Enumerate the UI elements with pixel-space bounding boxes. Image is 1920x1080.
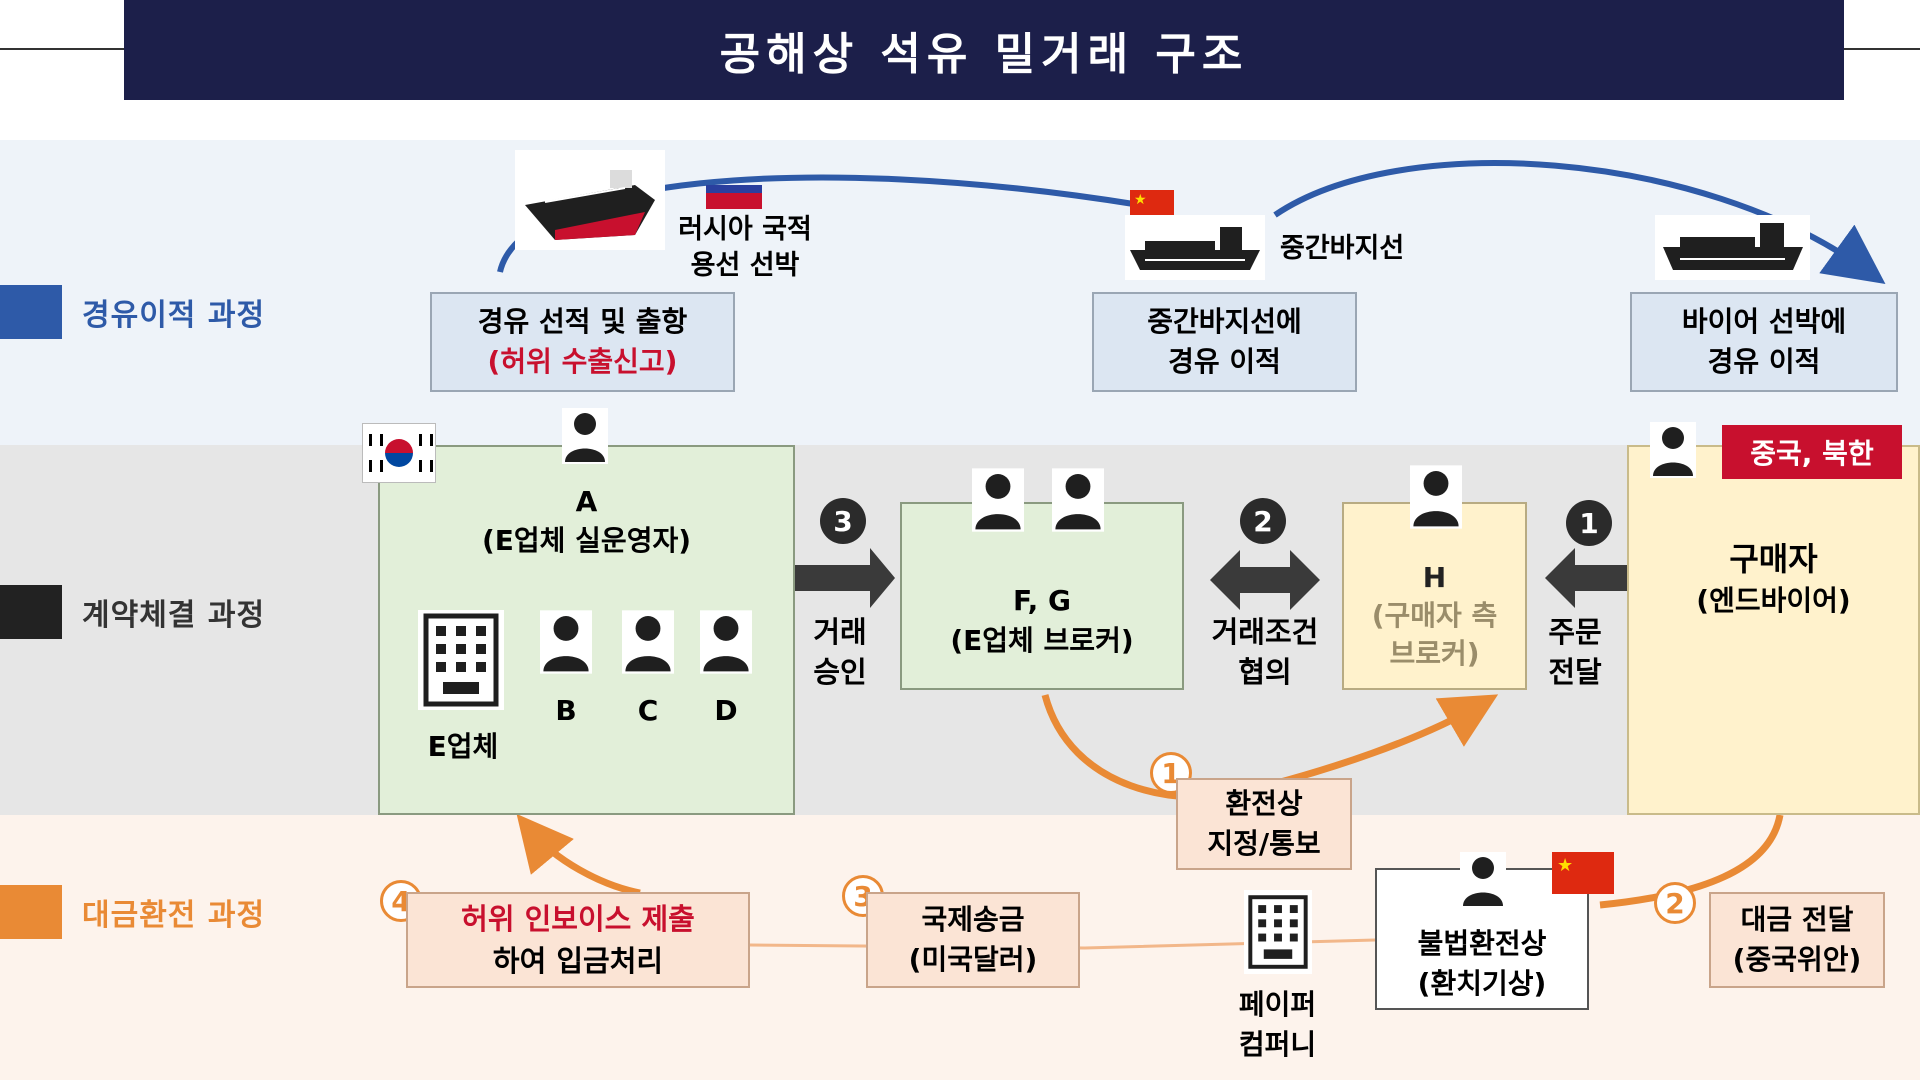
russia-ship-label: 러시아 국적 용선 선박 bbox=[678, 214, 812, 281]
exchange-notice-badge: 1 bbox=[1150, 752, 1192, 794]
loading-box: 경유 선적 및 출항 (허위 수출신고) bbox=[430, 292, 735, 392]
fg-role: (E업체 브로커) bbox=[950, 624, 1134, 657]
buyer-transfer-line2: 경유 이적 bbox=[1707, 345, 1821, 378]
korea-flag-icon bbox=[362, 423, 436, 483]
step2-badge: 2 bbox=[1240, 498, 1286, 544]
h-line1: (구매자 측 bbox=[1371, 599, 1498, 632]
transfer-marker bbox=[0, 285, 62, 339]
label-d: D bbox=[714, 694, 738, 727]
exchanger-line2: (환치기상) bbox=[1417, 967, 1547, 1000]
title-rule-right bbox=[1844, 48, 1920, 50]
step3-badge: 3 bbox=[820, 498, 866, 544]
delivery-badge: 2 bbox=[1654, 882, 1696, 924]
russia-flag-icon bbox=[706, 185, 762, 209]
contract-marker bbox=[0, 585, 62, 639]
page-title: 공해상 석유 밀거래 구조 bbox=[124, 0, 1844, 100]
paper-company-building-icon bbox=[1244, 890, 1312, 974]
transfer-label: 경유이적 과정 bbox=[82, 298, 266, 333]
remit-line2: (미국달러) bbox=[908, 943, 1038, 976]
exchange-notice-box: 환전상 지정/통보 bbox=[1176, 778, 1352, 870]
barge-transfer-line2: 경유 이적 bbox=[1168, 345, 1281, 378]
company-e-label: E업체 bbox=[427, 730, 499, 763]
h-broker-box: H (구매자 측 브로커) bbox=[1342, 502, 1527, 690]
country-badge: 중국, 북한 bbox=[1722, 425, 1902, 479]
remit-line1: 국제송금 bbox=[921, 903, 1025, 936]
loading-line1: 경유 선적 및 출항 bbox=[477, 305, 688, 338]
payment-marker bbox=[0, 885, 62, 939]
row-label-payment: 대금환전 과정 bbox=[0, 885, 265, 939]
exchange-notice-line2: 지정/통보 bbox=[1207, 827, 1321, 860]
buyer-ship-icon bbox=[1655, 215, 1810, 280]
step1-label: 주문 전달 bbox=[1548, 615, 1602, 689]
barge-icon bbox=[1125, 215, 1265, 280]
invoice-to-a-curve bbox=[516, 813, 641, 897]
payment-label: 대금환전 과정 bbox=[82, 898, 266, 933]
china-flag-icon-2: ★ bbox=[1552, 852, 1614, 894]
remit-box: 국제송금 (미국달러) bbox=[866, 892, 1080, 988]
label-c: C bbox=[637, 694, 659, 727]
loading-line2: (허위 수출신고) bbox=[487, 345, 678, 378]
invoice-box: 허위 인보이스 제출 하여 입금처리 bbox=[406, 892, 750, 988]
barge-label: 중간바지선 bbox=[1280, 233, 1405, 264]
buyer-role: (엔드바이어) bbox=[1696, 584, 1851, 617]
delivery-box: 대금 전달 (중국위안) bbox=[1709, 892, 1885, 988]
delivery-line2: (중국위안) bbox=[1732, 943, 1862, 976]
a-role: (E업체 실운영자) bbox=[481, 524, 692, 557]
row-label-transfer: 경유이적 과정 bbox=[0, 285, 265, 339]
delivery-line1: 대금 전달 bbox=[1740, 903, 1854, 936]
russia-ship-icon bbox=[515, 150, 665, 250]
negotiation-arrow bbox=[1210, 550, 1320, 610]
transfer-band bbox=[0, 140, 1920, 445]
buyer-payment-curve bbox=[1599, 814, 1784, 909]
title-rule-left bbox=[0, 48, 124, 50]
barge-transfer-box: 중간바지선에 경유 이적 bbox=[1092, 292, 1357, 392]
order-arrow bbox=[1545, 548, 1630, 608]
company-building-icon bbox=[418, 610, 504, 710]
paper-company-label: 페이퍼 컴퍼니 bbox=[1238, 988, 1317, 1061]
row-label-contract: 계약체결 과정 bbox=[0, 585, 265, 639]
exchanger-line1: 불법환전상 bbox=[1417, 927, 1547, 960]
step1-badge: 1 bbox=[1566, 500, 1612, 546]
fg-broker-box: F, G (E업체 브로커) bbox=[900, 502, 1184, 690]
exchange-notice-line1: 환전상 bbox=[1225, 787, 1303, 820]
invoice-line2: 하여 입금처리 bbox=[492, 944, 664, 978]
h-line2: 브로커) bbox=[1389, 637, 1480, 670]
step2-label: 거래조건 협의 bbox=[1211, 615, 1319, 689]
contract-label: 계약체결 과정 bbox=[82, 598, 266, 633]
a-name: A bbox=[575, 485, 598, 518]
buyer-name: 구매자 bbox=[1729, 540, 1818, 578]
label-b: B bbox=[555, 694, 577, 727]
buyer-box: 구매자 (엔드바이어) bbox=[1627, 445, 1920, 815]
buyer-transfer-line1: 바이어 선박에 bbox=[1681, 305, 1847, 338]
invoice-line1: 허위 인보이스 제출 bbox=[461, 902, 695, 936]
approval-arrow bbox=[795, 548, 895, 608]
fg-name: F, G bbox=[1013, 584, 1071, 617]
buyer-transfer-box: 바이어 선박에 경유 이적 bbox=[1630, 292, 1898, 392]
h-name: H bbox=[1422, 561, 1447, 594]
step3-label: 거래 승인 bbox=[813, 615, 867, 689]
barge-transfer-line1: 중간바지선에 bbox=[1147, 305, 1302, 338]
